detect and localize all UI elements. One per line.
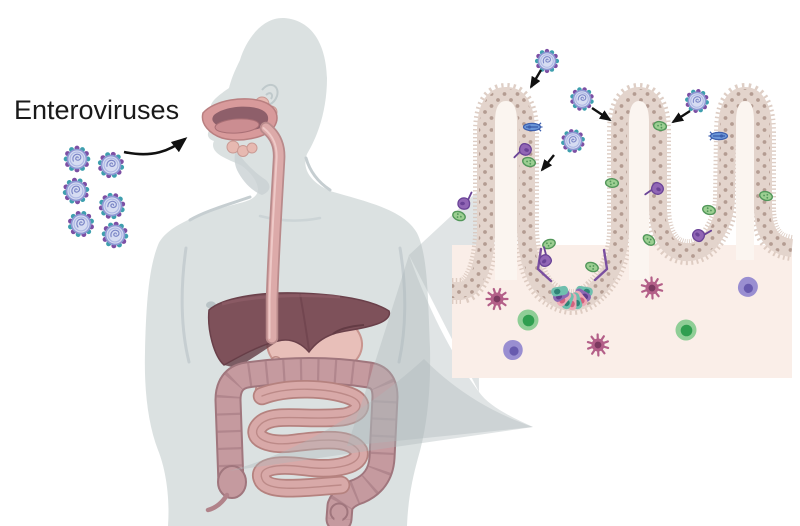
- virus-icon: [558, 126, 588, 156]
- goblet-cell-icon: [701, 203, 717, 217]
- liver-underside-shade: [224, 341, 278, 368]
- virus-icon: [99, 219, 131, 251]
- villi-inset: [450, 48, 795, 378]
- body-contour-lines: [180, 156, 407, 364]
- goblet-cell-icon: [604, 177, 620, 189]
- tuft-cell-icon: [707, 131, 729, 141]
- free-virus-particles: [60, 144, 131, 251]
- virus-icon: [60, 175, 92, 207]
- esophagus: [259, 121, 286, 345]
- enteroviruses-label: Enteroviruses: [14, 95, 179, 125]
- digestive-organs: [205, 121, 399, 526]
- enteric-nerve-endings: [536, 247, 609, 283]
- appendix: [205, 492, 230, 513]
- infection-arrow-icon: [540, 154, 555, 172]
- clavicle-line: [258, 214, 322, 222]
- infection-arrows: [529, 69, 691, 172]
- salivary-glands-lower: [226, 140, 258, 157]
- virus-icon: [94, 188, 130, 224]
- tuft-cell-icon: [522, 122, 544, 132]
- small-intestine: [247, 380, 370, 498]
- large-intestine: [205, 357, 399, 526]
- wedge-swoosh-lower: [229, 359, 533, 471]
- infection-arrow-icon: [671, 109, 691, 124]
- villus-epithelium: [452, 82, 795, 316]
- virus-icon: [682, 86, 712, 116]
- green-lymphocyte-icon: [517, 309, 539, 331]
- secretory-cell-icon: [457, 191, 473, 211]
- liver-lobe-line: [332, 324, 365, 335]
- green-lymphocyte-icon: [675, 319, 697, 341]
- wedge-triangle-mid: [347, 255, 533, 446]
- infection-arrow-icon: [529, 69, 543, 89]
- tongue: [214, 118, 260, 134]
- virus-icon: [62, 144, 92, 174]
- virus-icon: [63, 206, 99, 242]
- neck-shadow: [234, 150, 270, 195]
- liver-falciform-line: [299, 293, 310, 351]
- purple-lymphocyte-icon: [503, 340, 523, 361]
- infection-arrow-icon: [591, 107, 612, 122]
- virus-icon: [534, 48, 560, 74]
- entry-arrow-to-mouth-icon: [123, 137, 188, 156]
- virus-icon: [94, 148, 128, 182]
